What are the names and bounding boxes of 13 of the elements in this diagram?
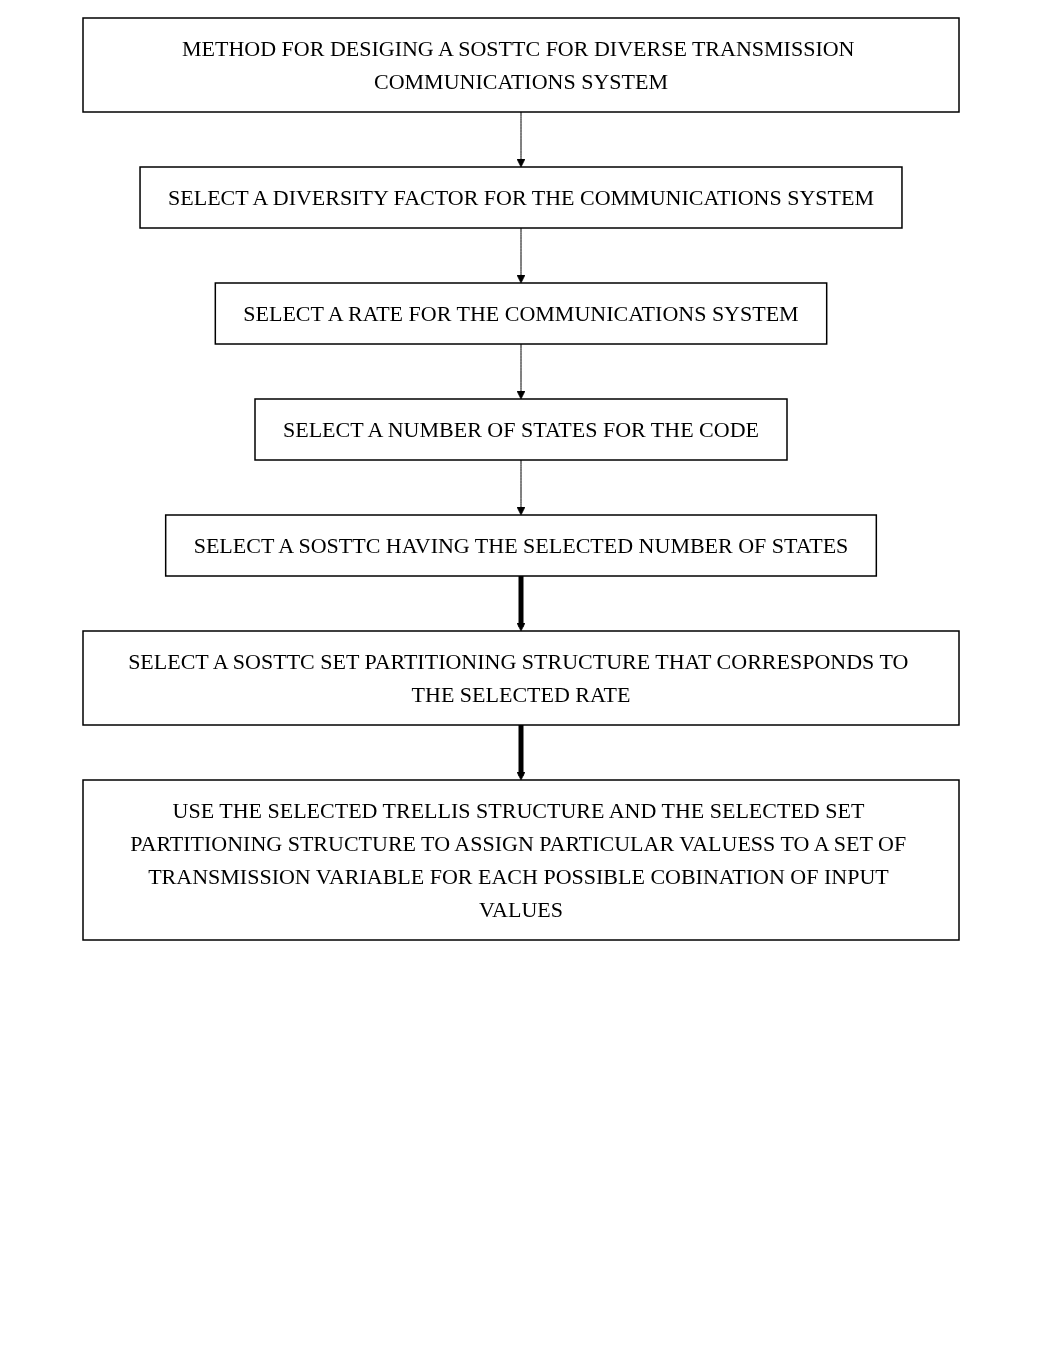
node-box: SELECT A NUMBER OF STATES FOR THE CODE [253,398,788,461]
arrow [516,227,525,284]
node-box: METHOD FOR DESIGING A SOSTTC FOR DIVERSE TRANSMISSION COMMUNICATIONS SYSTEM [81,17,960,113]
arrow [516,459,525,516]
arrow [516,576,525,632]
node-box: SELECT A RATE FOR THE COMMUNICATIONS SYSTEM [214,282,827,345]
arrow [516,111,525,168]
node-box: USE THE SELECTED TRELLIS STRUCTURE AND THE SELECTED SET PARTITIONING STRUCTURE TO ASSIGN PARTICULAR VALUESS TO A SET OF TRANSMISSION VARIABLE FOR EACH POSSIBLE COBINATION OF INPUT VALUES [81,779,960,941]
node-box: SELECT A SOSTTC SET PARTITIONING STRUCTURE THAT CORRESPONDS TO THE SELECTED RATE [81,630,960,726]
arrow [516,725,525,781]
arrow [516,343,525,400]
node-box: SELECT A SOSTTC HAVING THE SELECTED NUMBER OF STATES [164,514,877,577]
node-box: SELECT A DIVERSITY FACTOR FOR THE COMMUNICATIONS SYSTEM [138,166,903,229]
